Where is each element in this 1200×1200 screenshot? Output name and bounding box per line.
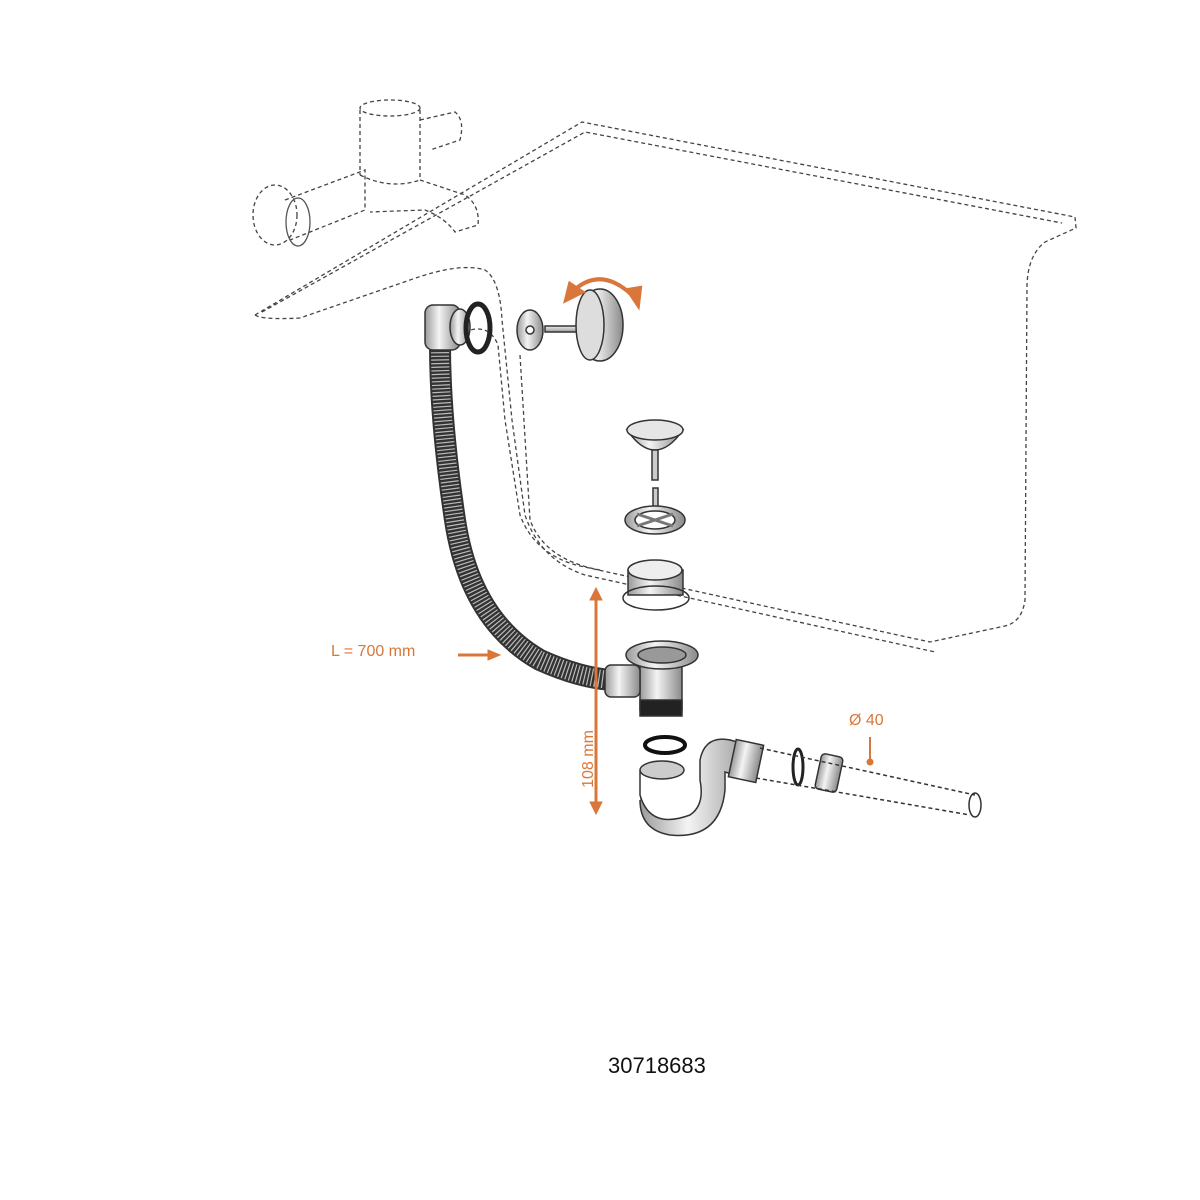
drain-plug-parts bbox=[622, 419, 690, 611]
bathtub-outline bbox=[254, 121, 1077, 653]
pipe-diameter-label: Ø 40 bbox=[849, 712, 884, 729]
dimension-marks bbox=[458, 586, 874, 816]
drain-body bbox=[604, 640, 699, 755]
siphon-trap bbox=[639, 738, 982, 837]
product-code: 30718683 bbox=[608, 1053, 706, 1078]
rotate-arrow-icon bbox=[563, 277, 643, 311]
corrugated-hose bbox=[429, 344, 613, 691]
overflow-assembly bbox=[424, 288, 624, 362]
faucet-outline bbox=[252, 99, 479, 247]
height-label: 108 mm bbox=[579, 730, 597, 788]
hose-length-label: L = 700 mm bbox=[331, 643, 416, 660]
